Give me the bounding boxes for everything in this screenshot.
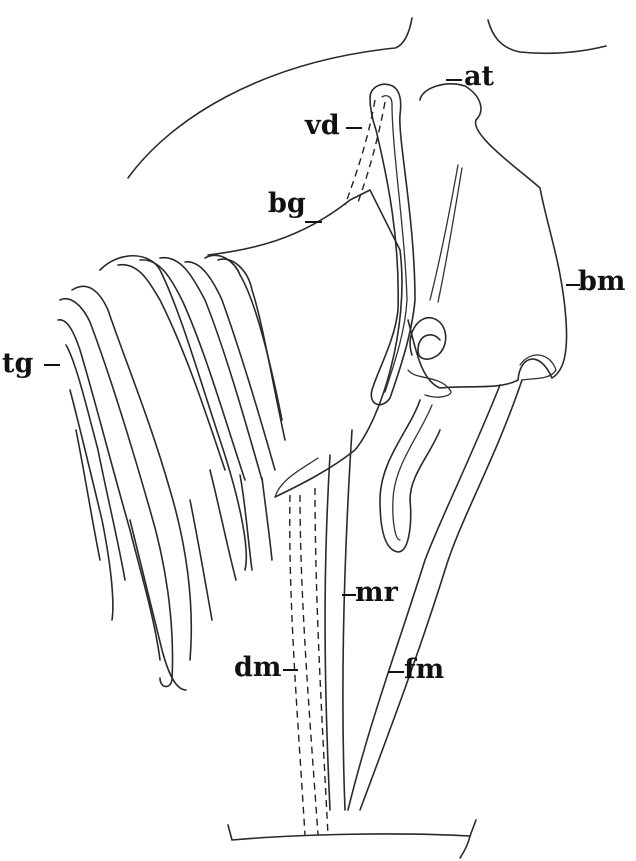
body-wall-outline	[128, 18, 606, 178]
coil-tail	[408, 370, 451, 397]
vas-deferens-dashed-a	[345, 100, 375, 205]
mr-muscle-right	[343, 430, 352, 810]
label-vd: vd	[304, 110, 340, 141]
label-mr: mr	[355, 577, 399, 608]
vd-tube-inner	[382, 96, 407, 392]
dm-dashed-a	[290, 495, 305, 835]
descending-loop-inner	[393, 405, 432, 540]
basal-lobe-outline	[408, 84, 567, 388]
label-tg: tg	[2, 348, 33, 379]
base-attachment-line	[228, 820, 476, 840]
label-bg: bg	[268, 188, 306, 219]
mr-muscle-left	[325, 455, 330, 810]
vd-tube-outer	[370, 84, 415, 404]
base-tick	[460, 836, 470, 858]
label-at: at	[464, 61, 494, 92]
basal-lobe-inner	[430, 165, 462, 302]
tubular-gland-mass	[58, 255, 285, 690]
label-bm: bm	[578, 266, 625, 297]
dm-dashed-b	[300, 495, 318, 835]
label-dm: dm	[234, 652, 281, 683]
label-fm: fm	[404, 654, 444, 685]
descending-loop	[380, 400, 440, 552]
coil-loop	[410, 318, 446, 359]
